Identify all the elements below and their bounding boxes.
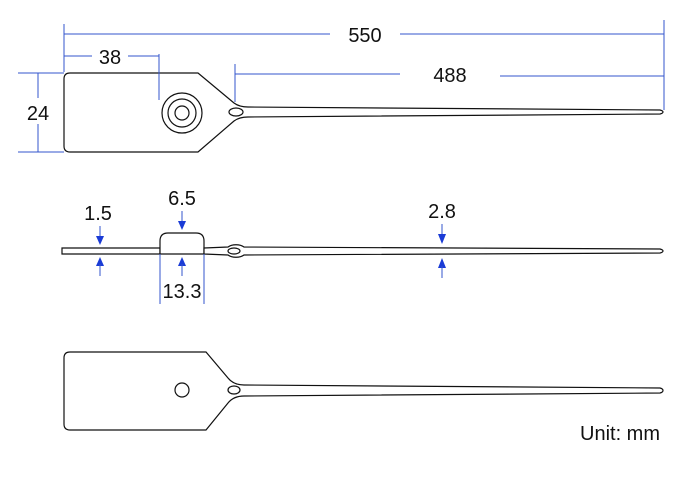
side-view: 1.5 6.5 13.3 2.8	[61, 188, 664, 304]
dim-6-5-arrow-down	[178, 221, 186, 230]
dim-13-3-label: 13.3	[163, 281, 202, 303]
bottom-view-hole	[174, 382, 190, 398]
side-view-tail	[203, 244, 664, 258]
side-view-eyelet	[227, 247, 241, 255]
bottom-view-tag-outline	[63, 351, 664, 431]
dim-6-5-arrow-up	[178, 257, 186, 266]
dim-550-label: 550	[348, 25, 381, 47]
dim-38-label: 38	[99, 47, 121, 69]
unit-label: Unit: mm	[580, 423, 660, 445]
dim-6-5-label: 6.5	[168, 188, 196, 210]
side-view-strap	[61, 247, 161, 255]
bottom-view-eyelet	[227, 385, 241, 395]
lock-ring-inner	[174, 105, 190, 121]
dim-24-label: 24	[27, 103, 49, 125]
top-view: 550 38 488 24	[18, 20, 665, 153]
dim-488-label: 488	[433, 65, 466, 87]
dim-2-8-arrow-down	[438, 234, 446, 244]
dim-1-5-arrow-down	[96, 236, 104, 245]
dim-1-5-arrow-up	[96, 257, 104, 266]
top-view-tag-outline	[63, 72, 664, 153]
dim-1-5-label: 1.5	[84, 203, 112, 225]
bottom-view	[63, 351, 664, 431]
dim-2-8-arrow-up	[438, 258, 446, 268]
top-view-eyelet	[228, 107, 244, 117]
side-view-head	[159, 232, 205, 255]
dim-2-8-label: 2.8	[428, 201, 456, 223]
